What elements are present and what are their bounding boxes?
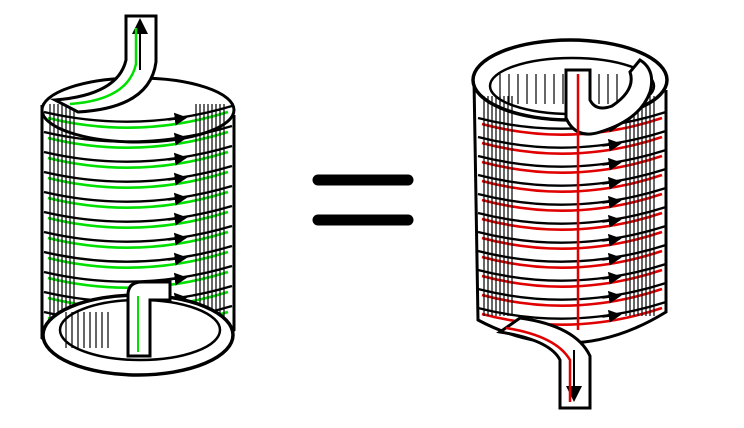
winding-arrow [602,309,622,323]
right-coil-bottom-lead-red [505,326,572,402]
left-coil-vertical-hatching [49,104,225,330]
winding-arrow [168,152,188,166]
winding-arrow [602,233,622,247]
winding-arrow [602,195,622,209]
right-coil-top-lead [564,58,654,136]
left-coil-top-lead [49,14,158,114]
winding-arrow [168,132,188,146]
winding-arrow [602,138,622,152]
winding-arrow [602,252,622,266]
winding-arrow [602,290,622,304]
winding-arrow [602,157,622,171]
winding-arrow [168,212,188,226]
winding-arrow [168,252,188,266]
right-coil-vertical-hatching [483,96,655,316]
winding-arrow [602,176,622,190]
right-coil-bottom-lead [496,316,592,410]
winding-highlight [481,306,663,326]
winding-arrow [168,112,188,126]
winding-arrow [602,271,622,285]
right-coil [471,38,669,410]
winding-arrow [168,232,188,246]
winding-arrow [168,192,188,206]
left-coil-top-lead-green [69,28,138,106]
winding-arrow [602,214,622,228]
winding-arrow [168,172,188,186]
left-coil [40,14,236,377]
left-coil-inner-hatching [65,312,109,348]
winding-arrow [168,272,188,286]
equals-sign [312,174,414,226]
